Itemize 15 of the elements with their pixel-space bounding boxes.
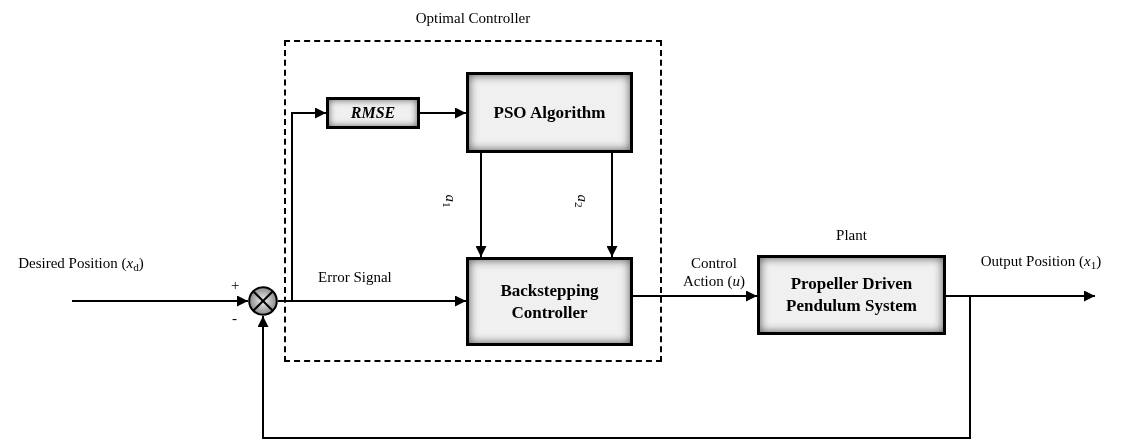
sign-label: + xyxy=(231,277,240,293)
arrow xyxy=(277,107,327,302)
arrow xyxy=(419,107,467,119)
rmse-block: RMSE xyxy=(326,97,420,129)
process-block: PSO Algorithm xyxy=(466,72,633,153)
controller-block: Backstepping Controller xyxy=(466,257,633,346)
arrow xyxy=(257,295,971,439)
block-title: Plant xyxy=(835,226,868,245)
arrow xyxy=(606,152,618,258)
arrow xyxy=(632,290,758,302)
sign-label: - xyxy=(232,310,237,326)
arrow xyxy=(71,295,249,307)
arrow xyxy=(475,152,487,258)
group-title: Optimal Controller xyxy=(414,9,532,28)
plant-block: Propeller Driven Pendulum System xyxy=(757,255,946,335)
